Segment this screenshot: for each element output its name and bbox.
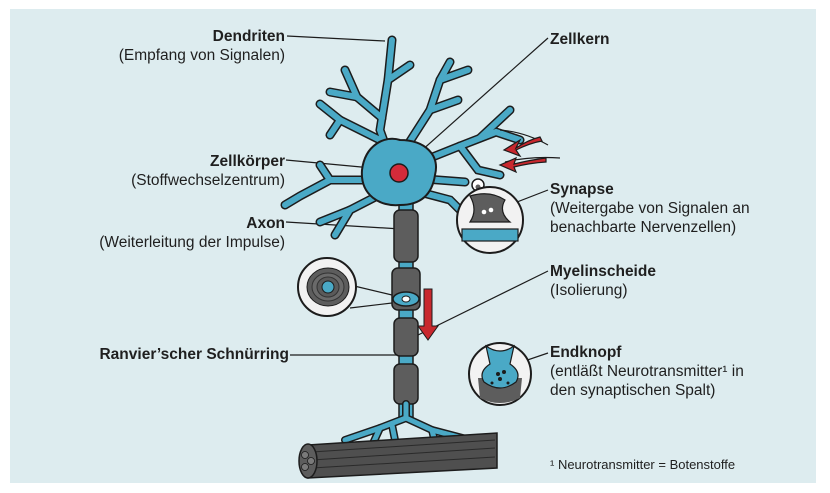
myelin-sheath: [392, 210, 420, 404]
nucleus: [390, 164, 408, 182]
target-fiber-bundle: [299, 433, 497, 478]
zellkoerper-desc: (Stoffwechselzentrum): [131, 171, 285, 190]
axon-title: Axon: [99, 214, 285, 233]
endknopf-title: Endknopf: [550, 343, 744, 362]
label-endknopf: Endknopf (entläßt Neurotransmitter¹ in d…: [550, 343, 744, 400]
label-ranvier: Ranvier’scher Schnürring: [99, 345, 289, 364]
ranvier-title: Ranvier’scher Schnürring: [99, 345, 289, 364]
footnote: ¹ Neurotransmitter = Botenstoffe: [550, 455, 735, 474]
synapse-desc-line-2: benachbarte Nervenzellen): [550, 218, 750, 237]
ranvier-node: [393, 292, 419, 306]
label-synapse: Synapse (Weitergabe von Signalen an bena…: [550, 180, 750, 237]
label-dendriten: Dendriten (Empfang von Signalen): [119, 27, 285, 65]
label-zellkern: Zellkern: [550, 30, 609, 49]
endknopf-desc-line-1: (entläßt Neurotransmitter¹ in: [550, 362, 744, 381]
myelinscheide-desc: (Isolierung): [550, 281, 656, 300]
synapse-title: Synapse: [550, 180, 750, 199]
dendriten-title: Dendriten: [119, 27, 285, 46]
impulse-arrow: [418, 289, 438, 340]
myelin-cross-section: [298, 258, 392, 316]
dendriten-desc: (Empfang von Signalen): [119, 46, 285, 65]
synapse-desc-line-1: (Weitergabe von Signalen an: [550, 199, 750, 218]
endknopf-desc-line-2: den synaptischen Spalt): [550, 381, 744, 400]
myelinscheide-title: Myelinscheide: [550, 262, 656, 281]
label-axon: Axon (Weiterleitung der Impulse): [99, 214, 285, 252]
endknopf-magnifier: [469, 343, 531, 405]
label-myelinscheide: Myelinscheide (Isolierung): [550, 262, 656, 300]
synapse-magnifier: [457, 179, 523, 253]
axon-desc: (Weiterleitung der Impulse): [99, 233, 285, 252]
zellkoerper-title: Zellkörper: [131, 152, 285, 171]
label-zellkoerper: Zellkörper (Stoffwechselzentrum): [131, 152, 285, 190]
zellkern-title: Zellkern: [550, 30, 609, 49]
